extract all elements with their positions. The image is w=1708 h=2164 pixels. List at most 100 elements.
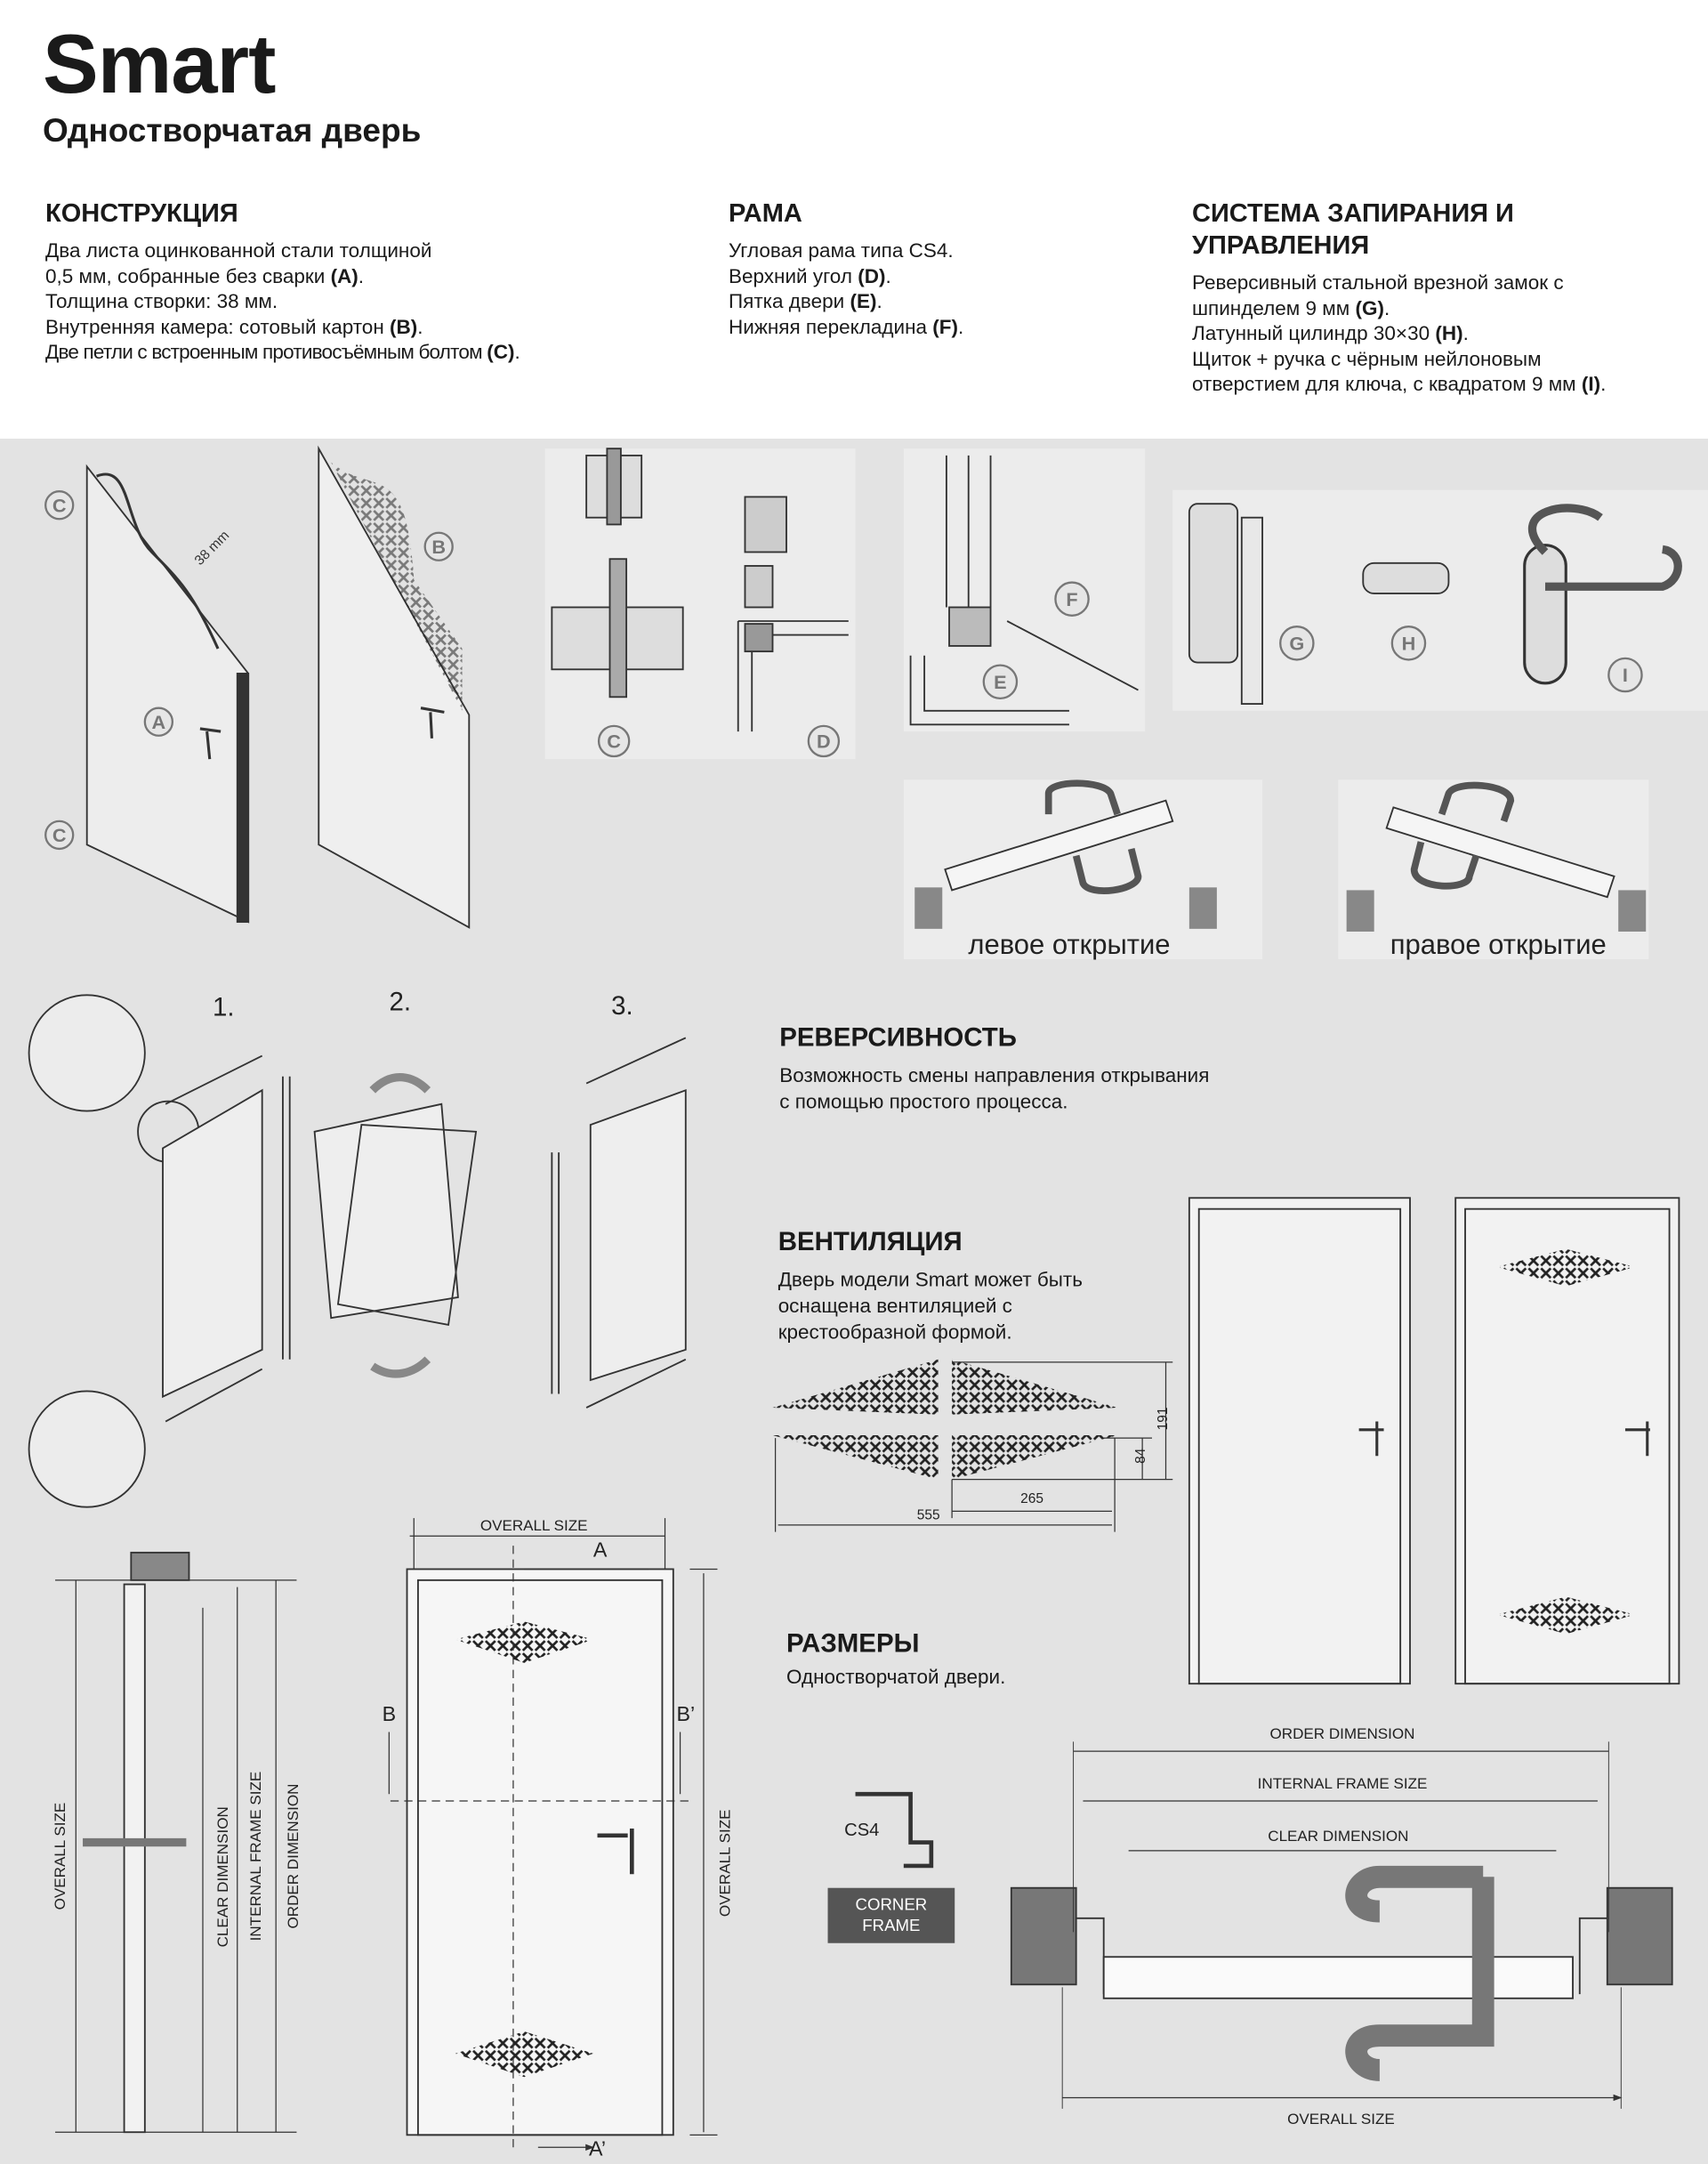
top-corner-illustration (737, 496, 849, 732)
vent-grille-detail (772, 1359, 1118, 1480)
punct: . (885, 264, 891, 287)
callout-c: C (52, 494, 67, 516)
heading-line: УПРАВЛЕНИЯ (1192, 231, 1370, 260)
line: Латунный цилиндр 30×30 (1192, 322, 1436, 345)
corner-frame-label: CORNER (856, 1895, 928, 1914)
callout-b: B (431, 536, 446, 558)
line: Внутренняя камера: сотовый картон (45, 315, 390, 338)
ventilation-text: крестообразной формой. (778, 1320, 1012, 1343)
step-1-label: 1. (213, 993, 235, 1022)
dim-a-prime: A’ (589, 2137, 606, 2160)
door-ventilated-elevation (1454, 1197, 1680, 1685)
ref: (G) (1355, 296, 1384, 319)
callout-e: E (994, 671, 1006, 693)
callout-a: A (152, 711, 166, 733)
corner-frame-label: FRAME (862, 1916, 920, 1934)
frame-text: Угловая рама типа CS4. Верхний угол (D).… (729, 238, 963, 340)
line: Угловая рама типа CS4. (729, 239, 954, 262)
reversibility-text: с помощью простого процесса. (779, 1090, 1068, 1112)
ventilation-text: оснащена вентиляцией с (778, 1295, 1012, 1317)
sizes-text: Одностворчатой двери. (786, 1666, 1005, 1688)
clear-dimension-label: CLEAR DIMENSION (1268, 1828, 1408, 1845)
callout-f: F (1066, 588, 1077, 610)
ref: (E) (850, 290, 877, 313)
vent-total-width: 555 (917, 1508, 940, 1523)
line: Верхний угол (729, 264, 858, 287)
ref: (C) (487, 341, 515, 364)
construction-heading: КОНСТРУКЦИЯ (45, 199, 238, 228)
punct: . (876, 290, 882, 313)
punct: . (358, 264, 365, 287)
right-opening-diagram (1346, 781, 1647, 932)
punct: . (1462, 322, 1469, 345)
product-subtitle: Одностворчатая дверь (43, 112, 422, 149)
ventilation-heading: ВЕНТИЛЯЦИЯ (778, 1227, 963, 1256)
callout-c: C (52, 824, 67, 846)
mortise-lock-illustration (1188, 503, 1263, 705)
section-clear-dimension: CLEAR DIMENSION (214, 1806, 231, 1947)
vent-height: 191 (1156, 1407, 1171, 1430)
reversibility-text: Возможность смены направления открывания (779, 1064, 1209, 1086)
thickness-label: 38 mm (192, 528, 233, 569)
cylinder-illustration (1362, 561, 1450, 594)
internal-frame-size-label: INTERNAL FRAME SIZE (1258, 1775, 1428, 1792)
callout-d: D (817, 731, 831, 753)
line: Толщина створки: 38 мм. (45, 290, 278, 313)
locking-section: СИСТЕМА ЗАПИРАНИЯ И УПРАВЛЕНИЯ Реверсивны… (1192, 198, 1606, 398)
vent-half-height: 84 (1133, 1448, 1148, 1464)
ventilation-text: Дверь модели Smart может быть (778, 1269, 1083, 1291)
overall-size-label: OVERALL SIZE (1287, 2111, 1395, 2128)
sizes-heading: РАЗМЕРЫ (786, 1629, 919, 1659)
callout-h: H (1402, 633, 1416, 655)
handle-illustration (1523, 504, 1682, 685)
punct: . (1383, 296, 1390, 319)
section-order-dimension: ORDER DIMENSION (285, 1784, 302, 1929)
line: Реверсивный стальной врезной замок с (1192, 271, 1564, 294)
frame-section: РАМА Угловая рама типа CS4. Верхний угол… (729, 198, 963, 340)
line: отверстием для ключа, с квадратом 9 мм (1192, 373, 1582, 396)
section-overall-size: OVERALL SIZE (52, 1803, 68, 1910)
ref: (B) (390, 315, 418, 338)
locking-heading: СИСТЕМА ЗАПИРАНИЯ И УПРАВЛЕНИЯ (1192, 198, 1606, 262)
hinge-illustration (551, 448, 684, 698)
door-plain-elevation (1188, 1197, 1411, 1685)
line: шпинделем 9 мм (1192, 296, 1356, 319)
callout-c: C (607, 731, 621, 753)
door-b-illustration (318, 445, 471, 929)
front-overall-size-vertical: OVERALL SIZE (716, 1809, 733, 1917)
heading-line: СИСТЕМА ЗАПИРАНИЯ И (1192, 199, 1514, 228)
ref: (H) (1435, 322, 1463, 345)
reversibility-heading: РЕВЕРСИВНОСТЬ (779, 1023, 1017, 1053)
front-overall-size: OVERALL SIZE (480, 1517, 588, 1534)
construction-text: Два листа оцинкованной стали толщиной 0,… (45, 238, 520, 366)
punct: . (514, 341, 520, 364)
reversal-steps-illustration (28, 994, 687, 1508)
dim-b: B (383, 1702, 397, 1725)
side-section-drawing (55, 1551, 297, 2134)
left-opening-diagram (914, 779, 1217, 929)
ref: (A) (330, 264, 359, 287)
cs4-profile-icon (855, 1791, 934, 1869)
punct: . (417, 315, 423, 338)
punct: . (1600, 373, 1607, 396)
ref: (F) (932, 315, 958, 338)
step-3-label: 3. (611, 991, 633, 1021)
section-internal-frame-size: INTERNAL FRAME SIZE (247, 1772, 264, 1942)
step-2-label: 2. (389, 987, 411, 1016)
line: 0,5 мм, собранные без сварки (45, 264, 331, 287)
plan-section-drawing (1010, 1741, 1673, 2109)
product-title: Smart (43, 17, 276, 110)
line: Щиток + ручка с чёрным нейлоновым (1192, 347, 1542, 370)
corner-frame-badge (827, 1887, 955, 1943)
order-dimension-label: ORDER DIMENSION (1270, 1725, 1415, 1742)
heel-and-crossbar-illustration (909, 455, 1139, 726)
line: Пятка двери (729, 290, 850, 313)
ref: (D) (858, 264, 886, 287)
punct: . (958, 315, 964, 338)
front-elevation-drawing (388, 1518, 718, 2152)
door-a-illustration: 38 mm (85, 464, 250, 924)
vent-half-width: 265 (1020, 1491, 1043, 1506)
locking-text: Реверсивный стальной врезной замок с шпи… (1192, 270, 1606, 398)
construction-section: КОНСТРУКЦИЯ Два листа оцинкованной стали… (45, 198, 520, 366)
